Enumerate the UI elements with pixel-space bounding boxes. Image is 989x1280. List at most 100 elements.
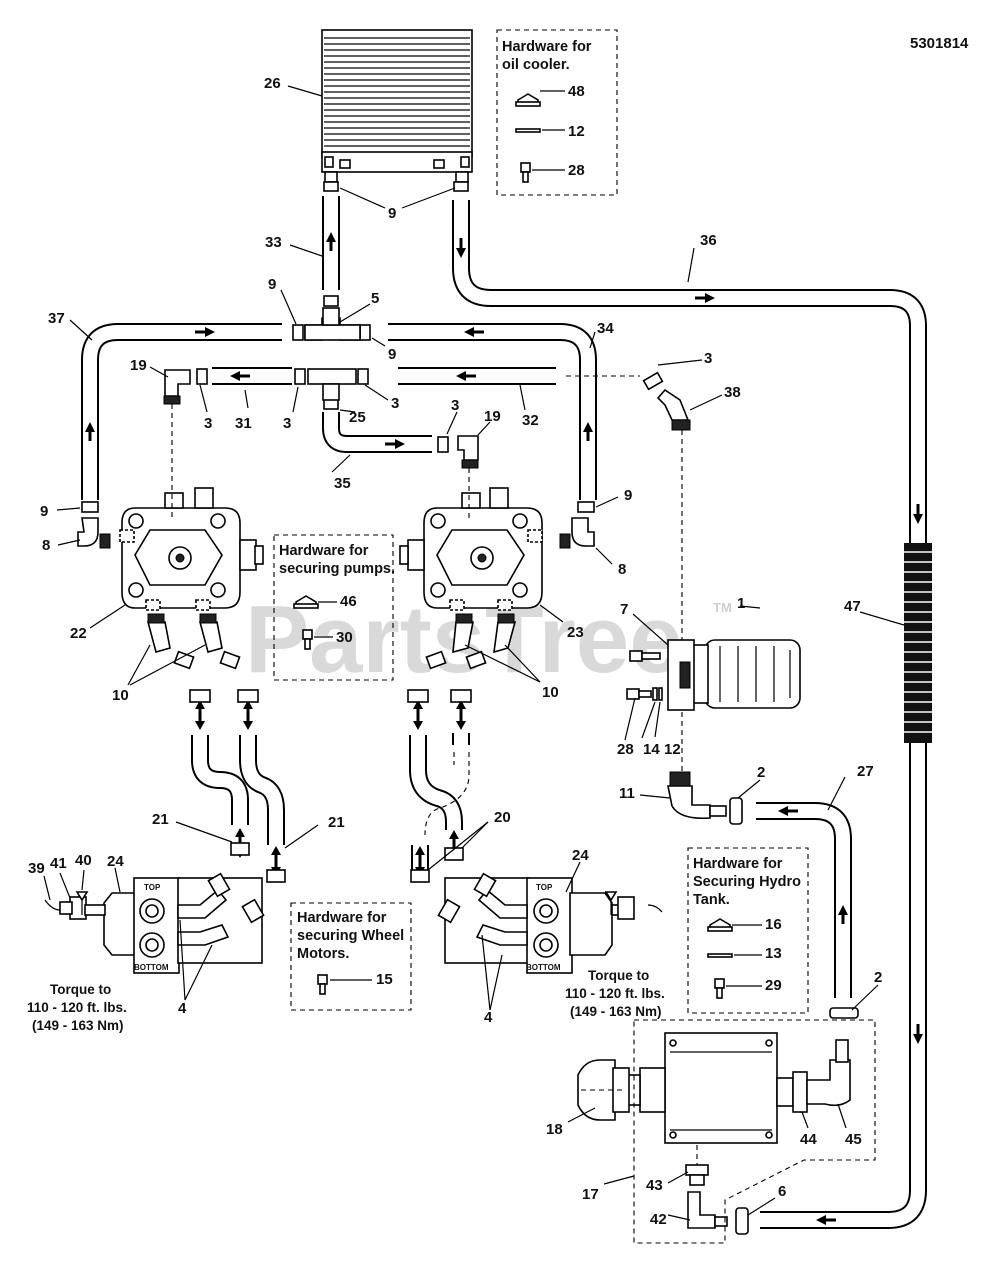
hydro-tank (577, 1032, 851, 1229)
callout-7: 7 (620, 601, 628, 618)
motor-right-bottom-label: BOTTOM (526, 963, 561, 972)
elbow-19-left-nut (163, 395, 181, 405)
hw-tank-item-3: 29 (765, 977, 782, 994)
hw-oil-cooler-item-3: 28 (568, 162, 585, 179)
pump-right (399, 487, 543, 611)
torque-left-3: (149 - 163 Nm) (32, 1018, 124, 1033)
callout-12: 12 (664, 741, 681, 758)
callout-24-b: 24 (572, 847, 589, 864)
callout-3-b: 3 (283, 415, 291, 432)
callout-38: 38 (724, 384, 741, 401)
hoses (81, 196, 932, 1229)
callout-39: 39 (28, 860, 45, 877)
callout-10-a: 10 (112, 687, 129, 704)
callout-22: 22 (70, 625, 87, 642)
callout-2-a: 2 (757, 764, 765, 781)
motor-left-bottom-label: BOTTOM (134, 963, 169, 972)
elbow-8-right-nut (559, 533, 571, 549)
callout-43: 43 (646, 1177, 663, 1194)
elbow-19-left (164, 369, 191, 397)
oil-filter (667, 639, 801, 711)
motor-right-top-label: TOP (536, 883, 553, 892)
elbow-19-right (457, 435, 479, 461)
callout-9-b: 9 (268, 276, 276, 293)
callout-21-a: 21 (152, 811, 169, 828)
callout-3-a: 3 (204, 415, 212, 432)
hw-pumps-title-1: Hardware for (279, 543, 369, 559)
callout-36: 36 (700, 232, 717, 249)
callout-26: 26 (264, 75, 281, 92)
hw-oil-cooler-item-1: 48 (568, 83, 585, 100)
hw-tank-title-2: Securing Hydro (693, 874, 801, 890)
callout-35: 35 (334, 475, 351, 492)
hw-tank-title-1: Hardware for (693, 856, 783, 872)
callout-27: 27 (857, 763, 874, 780)
callout-47: 47 (844, 598, 861, 615)
callout-4-b: 4 (484, 1009, 493, 1026)
hw-pumps-title-2: securing pumps. (279, 561, 395, 577)
callout-8-a: 8 (42, 537, 50, 554)
callout-6: 6 (778, 1183, 786, 1200)
fittings-10 (146, 613, 517, 670)
diagram-id: 5301814 (910, 35, 969, 52)
callout-9-c: 9 (388, 346, 396, 363)
callout-28: 28 (617, 741, 634, 758)
callout-19-a: 19 (130, 357, 147, 374)
callout-3-e: 3 (704, 350, 712, 367)
fittings (81, 295, 664, 513)
hw-wheel-item-1: 15 (376, 971, 393, 988)
wheel-motor-left (59, 872, 265, 974)
elbow-38 (656, 388, 690, 421)
callout-5: 5 (371, 290, 379, 307)
hw-oil-cooler-title-1: Hardware for (502, 39, 592, 55)
hardware-icons (293, 93, 733, 999)
callout-9-d: 9 (40, 503, 48, 520)
elbow-8-left-nut (99, 533, 111, 549)
callout-37: 37 (48, 310, 65, 327)
torque-left-2: 110 - 120 ft. lbs. (27, 1000, 127, 1015)
callout-34: 34 (597, 320, 614, 337)
callout-41: 41 (50, 855, 67, 872)
callout-18: 18 (546, 1121, 563, 1138)
hw-pumps-item-1: 46 (340, 593, 357, 610)
motor-left-top-label: TOP (144, 883, 161, 892)
hw-tank-title-3: Tank. (693, 892, 730, 908)
callout-40: 40 (75, 852, 92, 869)
hw-tank-item-2: 13 (765, 945, 782, 962)
callout-45: 45 (845, 1131, 862, 1148)
callout-33: 33 (265, 234, 282, 251)
callout-2-b: 2 (874, 969, 882, 986)
callout-19-b: 19 (484, 408, 501, 425)
callout-3-d: 3 (451, 397, 459, 414)
wheel-motor-right (437, 872, 635, 974)
callout-21-b: 21 (328, 814, 345, 831)
callout-20: 20 (494, 809, 511, 826)
callouts: 26 9 33 36 9 5 37 34 9 19 3 31 3 25 3 3 … (28, 75, 882, 1228)
torque-right-2: 110 - 120 ft. lbs. (565, 986, 665, 1001)
hw-wheel-title-3: Motors. (297, 946, 349, 962)
callout-32: 32 (522, 412, 539, 429)
dashed-guides (171, 29, 876, 1244)
torque-left-1: Torque to (50, 982, 111, 997)
callout-42: 42 (650, 1211, 667, 1228)
elbow-11 (667, 785, 711, 820)
callout-4-a: 4 (178, 1000, 187, 1017)
pump-left (119, 487, 264, 611)
callout-9-e: 9 (624, 487, 632, 504)
elbow-19-right-nut (461, 459, 479, 469)
hw-oil-cooler-item-2: 12 (568, 123, 585, 140)
callout-10-b: 10 (542, 684, 559, 701)
elbow-8-left (77, 517, 99, 547)
torque-right-3: (149 - 163 Nm) (570, 1004, 662, 1019)
callout-8-b: 8 (618, 561, 626, 578)
callout-24-a: 24 (107, 853, 124, 870)
elbow-38-nut (671, 419, 691, 431)
oil-cooler (321, 29, 473, 192)
hose-collars (189, 689, 472, 883)
hw-wheel-title-1: Hardware for (297, 910, 387, 926)
leader-lines (43, 85, 905, 1221)
callout-17: 17 (582, 1186, 599, 1203)
callout-23: 23 (567, 624, 584, 641)
hw-pumps-item-2: 30 (336, 629, 353, 646)
hw-wheel-title-2: securing Wheel (297, 928, 404, 944)
